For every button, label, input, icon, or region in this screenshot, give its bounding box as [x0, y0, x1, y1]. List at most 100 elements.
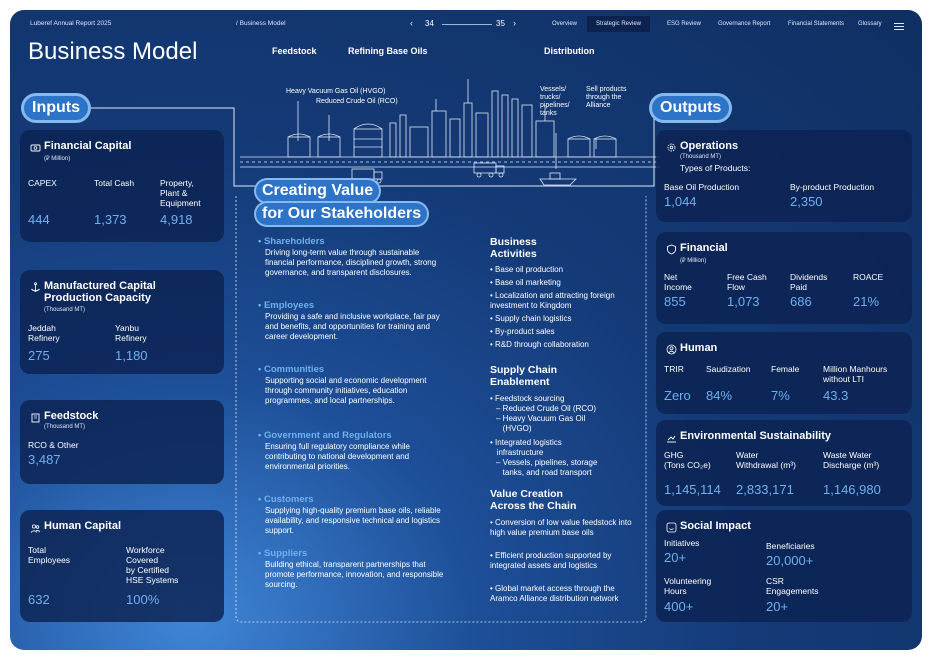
card-human-capital: Human Capital Total Employees Workforce …: [20, 510, 224, 622]
label-rco-other: RCO & Other: [28, 440, 79, 450]
card-financial: Financial (⃁ Million) Net Income Free Ca…: [656, 232, 912, 324]
page-frame: Luberef Annual Report 2025 / Business Mo…: [10, 10, 922, 650]
card-human: Human TRIR Saudization Female Million Ma…: [656, 332, 912, 414]
money-icon: [30, 140, 41, 152]
activity-item: • Supply chain logistics: [490, 314, 572, 323]
card-operations: Operations (Thousand MT) Types of Produc…: [656, 130, 912, 222]
stakeholder-text-shareholders: Driving long-term value through sustaina…: [265, 248, 437, 277]
value-trir: Zero: [664, 388, 691, 403]
supply-item: – Heavy Vacuum Gas Oil (HVGO): [496, 414, 586, 433]
label-total-employees: Total Employees: [28, 545, 71, 565]
nav-glossary[interactable]: Glossary: [858, 21, 882, 27]
value-dividends-paid: 686: [790, 294, 812, 309]
page-title: Business Model: [28, 38, 198, 65]
annotation-hvgo: Heavy Vacuum Gas Oil (HVGO): [286, 88, 386, 95]
value-volunteering: 400+: [664, 599, 694, 614]
annotation-vessels: Vessels/ trucks/ pipelines/ tanks: [540, 86, 570, 117]
value-csr: 20+: [766, 599, 789, 614]
card-title: Human Capital: [44, 520, 122, 532]
label-ghg: GHG (Tons CO₂e): [664, 450, 711, 470]
value-ghg: 1,145,114: [664, 482, 721, 497]
value-net-income: 855: [664, 294, 686, 309]
prev-page-icon[interactable]: ‹: [410, 18, 413, 28]
value-base-oil-production: 1,044: [664, 194, 697, 209]
stakeholder-heading-suppliers: • Suppliers: [258, 548, 308, 559]
business-activities-heading: Business Activities: [490, 236, 537, 260]
stakeholder-heading-communities: • Communities: [258, 364, 325, 375]
breadcrumb-label: Business Model: [239, 20, 286, 27]
stakeholder-text-communities: Supporting social and economic developme…: [265, 376, 427, 405]
card-environmental: Environmental Sustainability GHG (Tons C…: [656, 420, 912, 506]
report-name: Luberef Annual Report 2025: [30, 20, 112, 27]
activity-item: • Base oil marketing: [490, 278, 561, 287]
label-beneficiaries: Beneficiaries: [766, 541, 815, 551]
creating-value-title-1: Creating Value: [256, 180, 380, 202]
value-byproduct-production: 2,350: [790, 194, 823, 209]
nav-strategic-review[interactable]: Strategic Review: [587, 16, 651, 32]
page-divider: [442, 24, 492, 25]
value-manhours: 43.3: [823, 388, 849, 403]
value-ppe: 4,918: [160, 212, 193, 227]
card-unit: (Thousand MT): [44, 424, 86, 430]
label-jeddah: Jeddah Refinery: [28, 323, 60, 343]
label-water-withdrawal: Water Withdrawal (m³): [736, 450, 796, 470]
card-title: Financial: [680, 242, 728, 254]
value-beneficiaries: 20,000+: [766, 553, 814, 568]
value-initiatives: 20+: [664, 550, 687, 565]
stakeholder-text-government: Ensuring full regulatory compliance whil…: [265, 442, 410, 471]
nav-governance-report[interactable]: Governance Report: [718, 21, 771, 27]
creating-value-title-2: for Our Stakeholders: [256, 203, 428, 225]
label-volunteering: Volunteering Hours: [664, 576, 712, 596]
menu-icon[interactable]: [894, 18, 904, 30]
value-item: • Efficient production supported by inte…: [490, 551, 612, 570]
value-water-withdrawal: 2,833,171: [736, 482, 794, 497]
card-feedstock: Feedstock (Thousand MT) RCO & Other 3,48…: [20, 400, 224, 484]
stage-feedstock: Feedstock: [272, 46, 317, 56]
stage-distribution: Distribution: [544, 46, 595, 56]
next-page-icon[interactable]: ›: [513, 18, 516, 28]
activity-item: • By-product sales: [490, 327, 555, 336]
flow-connector: [90, 107, 655, 623]
shield-icon: [666, 242, 677, 255]
page-current: 34: [425, 19, 434, 28]
activity-item: • Localization and attracting foreign in…: [490, 291, 615, 310]
value-roace: 21%: [853, 294, 880, 309]
card-title: Financial Capital: [44, 140, 132, 152]
value-total-employees: 632: [28, 592, 50, 607]
card-title: Operations: [680, 140, 739, 152]
stakeholder-heading-government: • Government and Regulators: [258, 430, 392, 441]
card-financial-capital: Financial Capital (⃁ Million) CAPEX Tota…: [20, 130, 224, 242]
building-icon: [30, 410, 41, 423]
value-item: • Global market access through the Aramc…: [490, 584, 619, 603]
label-saudization: Saudization: [706, 364, 751, 374]
supply-item: • Feedstock sourcing: [490, 394, 565, 403]
stakeholder-text-employees: Providing a safe and inclusive workplace…: [265, 312, 440, 341]
card-manufactured-capital: Manufactured Capital Production Capacity…: [20, 270, 224, 374]
value-creation-heading: Value Creation Across the Chain: [490, 488, 577, 512]
page-next: 35: [496, 19, 505, 28]
nav-financial-statements[interactable]: Financial Statements: [788, 21, 845, 27]
label-initiatives: Initiatives: [664, 538, 700, 548]
value-workforce-covered: 100%: [126, 592, 160, 607]
breadcrumb[interactable]: / Business Model: [236, 20, 286, 27]
gear-icon: [666, 140, 677, 152]
annotation-rco: Reduced Crude Oil (RCO): [316, 98, 398, 105]
label-ppe: Property, Plant & Equipment: [160, 178, 201, 208]
label-roace: ROACE: [853, 272, 884, 282]
supply-item: • Integrated logistics infrastructure: [490, 438, 562, 457]
card-unit: (⃁ Million): [44, 156, 71, 162]
nav-overview[interactable]: Overview: [552, 21, 578, 27]
nav-esg-review[interactable]: ESG Review: [667, 21, 702, 27]
label-total-cash: Total Cash: [94, 178, 135, 188]
supply-item: – Vessels, pipelines, storage tanks, and…: [496, 458, 598, 477]
supply-item: – Reduced Crude Oil (RCO): [496, 404, 597, 413]
card-unit: (Thousand MT): [44, 307, 86, 313]
value-rco-other: 3,487: [28, 452, 61, 467]
outputs-pill: Outputs: [652, 96, 730, 120]
value-capex: 444: [28, 212, 50, 227]
smile-icon: [666, 520, 677, 533]
card-social-impact: Social Impact Initiatives Beneficiaries …: [656, 510, 912, 622]
card-unit: (⃁ Million): [680, 258, 707, 264]
annotation-sell: Sell products through the Alliance: [586, 86, 627, 109]
label-trir: TRIR: [664, 364, 684, 374]
